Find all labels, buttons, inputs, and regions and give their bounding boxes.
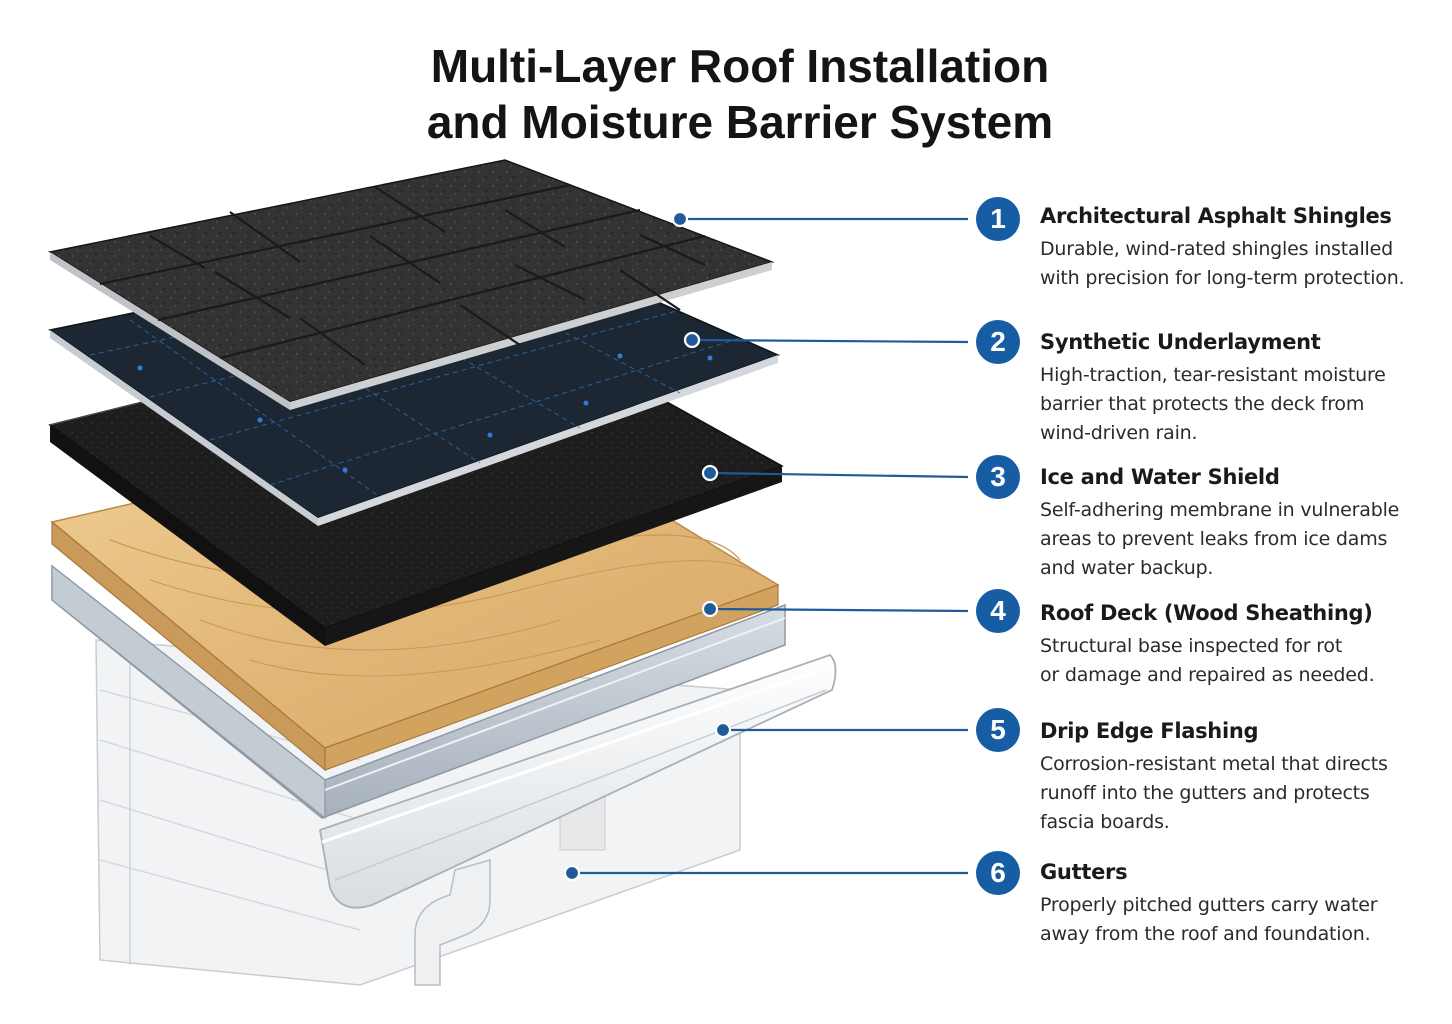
callout-description: Self-adhering membrane in vulnerable are… [1040, 496, 1440, 583]
layer-4-badge: 4 [976, 589, 1020, 633]
callout-description: Corrosion-resistant metal that directs r… [1040, 750, 1440, 837]
callout-title: Roof Deck (Wood Sheathing) [1040, 601, 1373, 625]
description-line: Structural base inspected for rot [1040, 635, 1343, 657]
downspout [414, 859, 491, 986]
leader-line-3 [709, 471, 969, 479]
drip-edge-flashing [51, 564, 786, 820]
description-line: Durable, wind-rated shingles installed [1040, 238, 1393, 260]
callout-drip-edge: Drip Edge Flashing Corrosion-resistant m… [1040, 717, 1440, 837]
callout-title: Drip Edge Flashing [1040, 719, 1259, 743]
description-line: fascia boards. [1040, 811, 1170, 833]
description-line: barrier that protects the deck from [1040, 393, 1365, 415]
leader-dot-6 [563, 864, 581, 882]
layer-6-badge: 6 [976, 851, 1020, 895]
description-line: High-traction, tear-resistant moisture [1040, 364, 1386, 386]
title-line-1: Multi-Layer Roof Installation [430, 40, 1050, 92]
leader-dot-1 [671, 210, 689, 228]
gutter [318, 653, 837, 909]
leader-line-4 [709, 607, 969, 613]
layer-3-badge: 3 [976, 455, 1020, 499]
callout-ice-water-shield: Ice and Water Shield Self-adhering membr… [1040, 463, 1440, 583]
callout-gutters: Gutters Properly pitched gutters carry w… [1040, 858, 1440, 949]
description-line: with precision for long-term protection. [1040, 267, 1405, 289]
callout-description: Properly pitched gutters carry water awa… [1040, 891, 1440, 949]
leader-dot-3 [701, 464, 719, 482]
description-line: wind-driven rain. [1040, 422, 1198, 444]
leader-line-2 [691, 338, 969, 344]
callout-title: Gutters [1040, 860, 1128, 884]
description-line: Corrosion-resistant metal that directs [1040, 753, 1388, 775]
asphalt-shingles-layer [48, 159, 775, 410]
leader-dot-2 [683, 331, 701, 349]
leader-dot-4 [701, 600, 719, 618]
leader-dot-5 [714, 721, 732, 739]
description-line: areas to prevent leaks from ice dams [1040, 528, 1388, 550]
description-line: or damage and repaired as needed. [1040, 664, 1375, 686]
layer-1-badge: 1 [976, 197, 1020, 241]
description-line: Self-adhering membrane in vulnerable [1040, 499, 1400, 521]
title-line-2: and Moisture Barrier System [426, 96, 1054, 148]
page-title: Multi-Layer Roof Installation and Moistu… [0, 38, 1452, 150]
callout-asphalt-shingles: Architectural Asphalt Shingles Durable, … [1040, 202, 1440, 293]
callout-description: High-traction, tear-resistant moisture b… [1040, 361, 1440, 448]
callout-title: Ice and Water Shield [1040, 465, 1280, 489]
callout-description: Structural base inspected for rot or dam… [1040, 632, 1440, 690]
layer-5-badge: 5 [976, 708, 1020, 752]
callout-title: Synthetic Underlayment [1040, 330, 1321, 354]
callout-title: Architectural Asphalt Shingles [1040, 204, 1392, 228]
description-line: runoff into the gutters and protects [1040, 782, 1370, 804]
description-line: and water backup. [1040, 557, 1214, 579]
layer-2-badge: 2 [976, 320, 1020, 364]
leader-lines [563, 210, 969, 882]
description-line: away from the roof and foundation. [1040, 923, 1371, 945]
callout-synthetic-underlayment: Synthetic Underlayment High-traction, te… [1040, 328, 1440, 448]
description-line: Properly pitched gutters carry water [1040, 894, 1378, 916]
callout-roof-deck: Roof Deck (Wood Sheathing) Structural ba… [1040, 599, 1440, 690]
callout-description: Durable, wind-rated shingles installed w… [1040, 235, 1440, 293]
